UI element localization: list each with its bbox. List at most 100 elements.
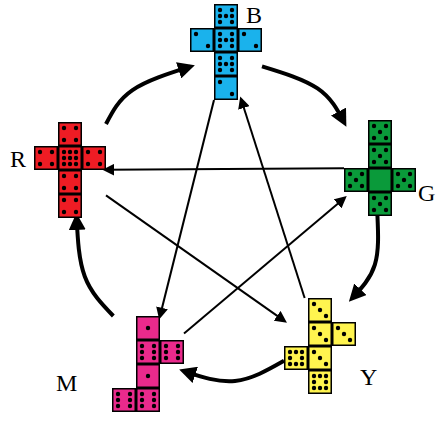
pip	[218, 14, 222, 18]
die-face	[393, 169, 416, 192]
pip	[372, 148, 376, 152]
pip	[224, 38, 228, 42]
face-square	[83, 147, 106, 170]
pip	[224, 14, 228, 18]
pip	[74, 138, 78, 142]
face-square	[345, 169, 368, 192]
die-face	[191, 29, 214, 52]
cycle-arrow	[77, 218, 114, 316]
die-net: M	[112, 316, 184, 412]
pip	[318, 308, 322, 312]
die-face	[137, 389, 160, 412]
pip	[152, 398, 156, 402]
pip	[348, 172, 352, 176]
pip	[384, 124, 388, 128]
pip	[288, 362, 292, 366]
face-square	[333, 323, 356, 346]
pip	[218, 68, 222, 72]
pip	[116, 392, 120, 396]
pip	[218, 44, 222, 48]
pip	[336, 326, 340, 330]
pip	[288, 350, 292, 354]
pip	[62, 138, 66, 142]
pip	[152, 404, 156, 408]
pip	[360, 184, 364, 188]
die-face	[369, 121, 392, 144]
pip	[218, 20, 222, 24]
pip	[324, 380, 328, 384]
pip	[342, 332, 346, 336]
pip	[218, 62, 222, 66]
pip	[378, 154, 382, 158]
pip	[372, 196, 376, 200]
pip	[324, 314, 328, 318]
pip	[86, 150, 90, 154]
die-net-shape	[34, 122, 106, 218]
pip	[194, 32, 198, 36]
pip	[318, 374, 322, 378]
pip	[224, 62, 228, 66]
pip	[384, 160, 388, 164]
die-face	[345, 169, 368, 192]
pip	[324, 374, 328, 378]
pip	[396, 184, 400, 188]
star-arrow	[106, 195, 284, 320]
die-face	[215, 5, 238, 28]
pip	[140, 392, 144, 396]
pip	[300, 356, 304, 360]
pip	[348, 338, 352, 342]
face-square	[59, 195, 82, 218]
die-face	[59, 195, 82, 218]
pip	[294, 362, 298, 366]
pip	[294, 350, 298, 354]
face-square	[309, 371, 332, 394]
die-label: G	[418, 180, 435, 207]
die-net-shape	[344, 120, 416, 216]
pip	[230, 8, 234, 12]
pip	[140, 356, 144, 360]
pip	[318, 332, 322, 336]
die-face	[161, 341, 184, 364]
die-face	[369, 169, 392, 192]
die-label: M	[56, 370, 77, 397]
pip	[176, 350, 180, 354]
pip	[408, 184, 412, 188]
pip	[372, 124, 376, 128]
pip	[318, 386, 322, 390]
die-face	[215, 29, 238, 52]
face-square	[161, 341, 184, 364]
pip	[372, 208, 376, 212]
pip	[152, 392, 156, 396]
pip	[152, 350, 156, 354]
pip	[62, 198, 66, 202]
die-face	[59, 171, 82, 194]
pip	[360, 172, 364, 176]
pip	[146, 326, 150, 330]
pip	[206, 44, 210, 48]
die-face	[59, 147, 82, 170]
pip	[152, 356, 156, 360]
face-square	[369, 145, 392, 168]
pip	[318, 356, 322, 360]
die-face	[35, 147, 58, 170]
face-square	[369, 193, 392, 216]
pip	[50, 162, 54, 166]
pip	[384, 196, 388, 200]
pip	[372, 136, 376, 140]
pip	[324, 362, 328, 366]
die-net: Y	[284, 298, 356, 394]
die-face	[83, 147, 106, 170]
pip	[62, 174, 66, 178]
die-face	[309, 299, 332, 322]
face-square	[215, 77, 238, 100]
pip	[378, 202, 382, 206]
pip	[312, 350, 316, 354]
pip	[384, 208, 388, 212]
pip	[230, 32, 234, 36]
die-net: G	[344, 120, 416, 216]
face-square	[239, 29, 262, 52]
pip	[396, 172, 400, 176]
pip	[312, 326, 316, 330]
die-face	[309, 371, 332, 394]
pip	[230, 56, 234, 60]
